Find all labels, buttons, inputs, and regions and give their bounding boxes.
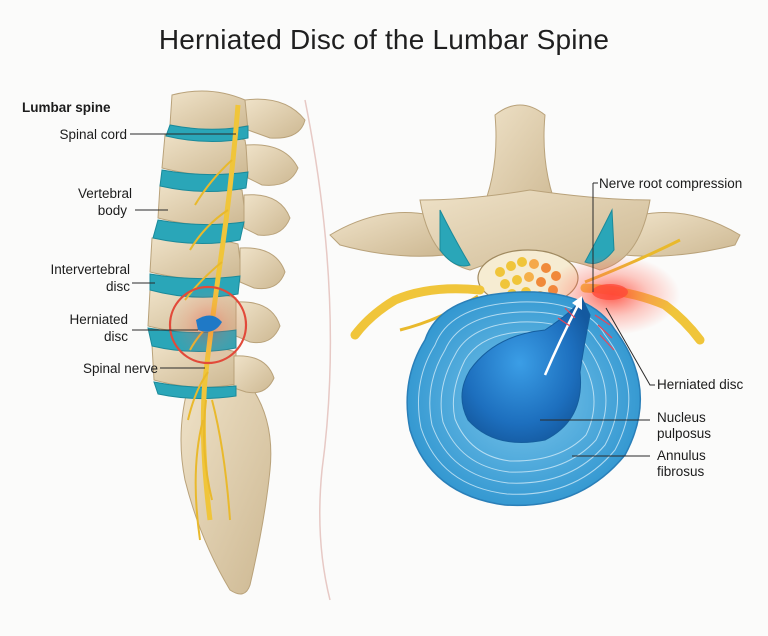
label-annulus-fibrosus-line2: fibrosus (657, 464, 705, 479)
label-spinal-nerve: Spinal nerve (82, 361, 158, 376)
label-herniated-disc-right: Herniated disc (657, 377, 744, 392)
diagram-title: Herniated Disc of the Lumbar Spine (158, 24, 610, 55)
label-nerve-root-compression: Nerve root compression (599, 176, 743, 191)
label-spinal-cord: Spinal cord (59, 127, 127, 142)
left-leader-lines (130, 133, 236, 369)
label-intervertebral-disc-line1: Intervertebral (50, 262, 130, 277)
lumbar-spine-heading: Lumbar spine (22, 100, 111, 115)
spinous-process-top (479, 104, 561, 216)
herniation-circle (168, 285, 248, 365)
spinal-nerves (184, 159, 233, 541)
herniated-disc-bulge (196, 315, 222, 332)
label-nucleus-pulposus-line2: pulposus (657, 426, 712, 441)
sacrum (180, 379, 272, 595)
label-nucleus-pulposus-line1: Nucleus (657, 410, 706, 425)
label-herniated-disc-line2: disc (103, 329, 128, 344)
lumbar-spine-illustration (147, 90, 306, 595)
label-annulus-fibrosus-line1: Annulus (657, 448, 706, 463)
spinous-processes (233, 98, 306, 394)
label-herniated-disc-line1: Herniated (69, 312, 128, 327)
label-intervertebral-disc-line2: disc (105, 279, 130, 294)
annulus-tears (557, 307, 615, 351)
label-vertebral-body-line2: body (97, 203, 127, 218)
label-vertebral-body-line1: Vertebral (77, 186, 132, 201)
panel-divider (304, 99, 332, 601)
right-leader-lines (540, 182, 655, 457)
nucleus-pulposus-shape (461, 296, 591, 443)
annulus-rings (417, 301, 630, 495)
vertebra-cross-section (329, 104, 741, 507)
